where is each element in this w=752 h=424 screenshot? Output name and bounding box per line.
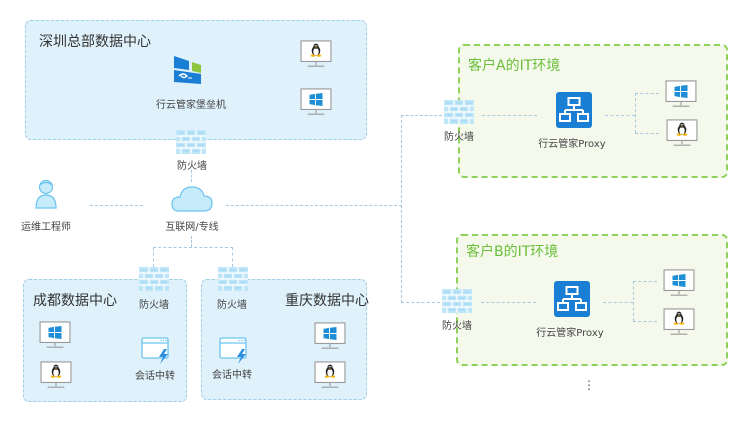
linux-tux-icon <box>50 364 62 378</box>
connector <box>153 247 154 267</box>
linux-server-icon[interactable] <box>666 119 698 147</box>
chongqing-relay-label: 会话中转 <box>212 370 252 381</box>
connector <box>153 247 233 248</box>
zone-customer-b: 客户B的IT环境 <box>456 234 728 366</box>
connector <box>635 93 659 94</box>
windows-logo-icon <box>48 326 62 339</box>
connector <box>232 247 233 267</box>
linux-server-icon[interactable] <box>40 361 72 389</box>
cloud-icon[interactable] <box>171 186 213 212</box>
connector <box>633 321 657 322</box>
chengdu-relay-label: 会话中转 <box>135 371 175 382</box>
connector <box>226 205 402 206</box>
connector <box>603 302 633 303</box>
network-proxy-icon[interactable] <box>556 92 592 128</box>
windows-logo-icon <box>309 93 323 106</box>
internet-label: 互联网/专线 <box>165 222 219 233</box>
connector <box>401 115 442 116</box>
customer-b-proxy-label: 行云管家Proxy <box>536 328 604 339</box>
windows-server-icon[interactable] <box>314 322 346 350</box>
windows-logo-icon <box>674 85 688 98</box>
windows-logo-icon <box>323 327 337 340</box>
chongqing-firewall-label: 防火墙 <box>217 300 247 311</box>
windows-server-icon[interactable] <box>663 269 695 297</box>
connector <box>633 281 634 321</box>
connector <box>191 170 192 182</box>
windows-server-icon[interactable] <box>665 80 697 108</box>
windows-server-icon[interactable] <box>39 321 71 349</box>
linux-tux-icon <box>676 122 688 136</box>
bastion-label: 行云管家堡垒机 <box>156 100 226 111</box>
connector <box>633 281 657 282</box>
firewall-icon[interactable] <box>442 289 472 313</box>
connector <box>191 236 192 247</box>
linux-tux-icon <box>673 311 685 325</box>
customer-a-proxy-label: 行云管家Proxy <box>538 139 606 150</box>
firewall-icon[interactable] <box>176 130 206 154</box>
session-relay-icon[interactable] <box>219 337 249 365</box>
customer-b-firewall-label: 防火墙 <box>442 321 472 332</box>
connector <box>635 133 659 134</box>
network-proxy-icon[interactable] <box>554 281 590 317</box>
zone-customer-a: 客户A的IT环境 <box>458 44 728 178</box>
connector <box>401 302 440 303</box>
linux-tux-icon <box>324 364 336 378</box>
windows-server-icon[interactable] <box>300 88 332 116</box>
linux-server-icon[interactable] <box>314 361 346 389</box>
session-relay-icon[interactable] <box>141 337 171 365</box>
linux-tux-icon <box>310 43 322 57</box>
hq-firewall-label: 防火墙 <box>177 161 207 172</box>
bastion-logo-icon[interactable] <box>173 56 209 84</box>
windows-logo-icon <box>672 274 686 287</box>
firewall-icon[interactable] <box>139 267 169 291</box>
connector <box>605 115 635 116</box>
engineer-label: 运维工程师 <box>21 222 71 233</box>
user-icon[interactable] <box>35 179 57 209</box>
linux-server-icon[interactable] <box>300 40 332 68</box>
connector <box>90 205 143 206</box>
linux-server-icon[interactable] <box>663 308 695 336</box>
zone-title: 深圳总部数据中心 <box>39 34 151 50</box>
connector <box>481 302 536 303</box>
zone-title: 客户B的IT环境 <box>466 244 559 260</box>
zone-title: 重庆数据中心 <box>285 293 369 309</box>
firewall-icon[interactable] <box>218 267 248 291</box>
connector <box>482 115 537 116</box>
customer-a-firewall-label: 防火墙 <box>444 132 474 143</box>
more-indicator: ⋮ <box>583 378 595 392</box>
zone-title: 客户A的IT环境 <box>468 58 561 74</box>
connector <box>401 115 402 303</box>
zone-title: 成都数据中心 <box>33 293 117 309</box>
connector <box>635 93 636 133</box>
firewall-icon[interactable] <box>444 100 474 124</box>
chengdu-firewall-label: 防火墙 <box>139 300 169 311</box>
